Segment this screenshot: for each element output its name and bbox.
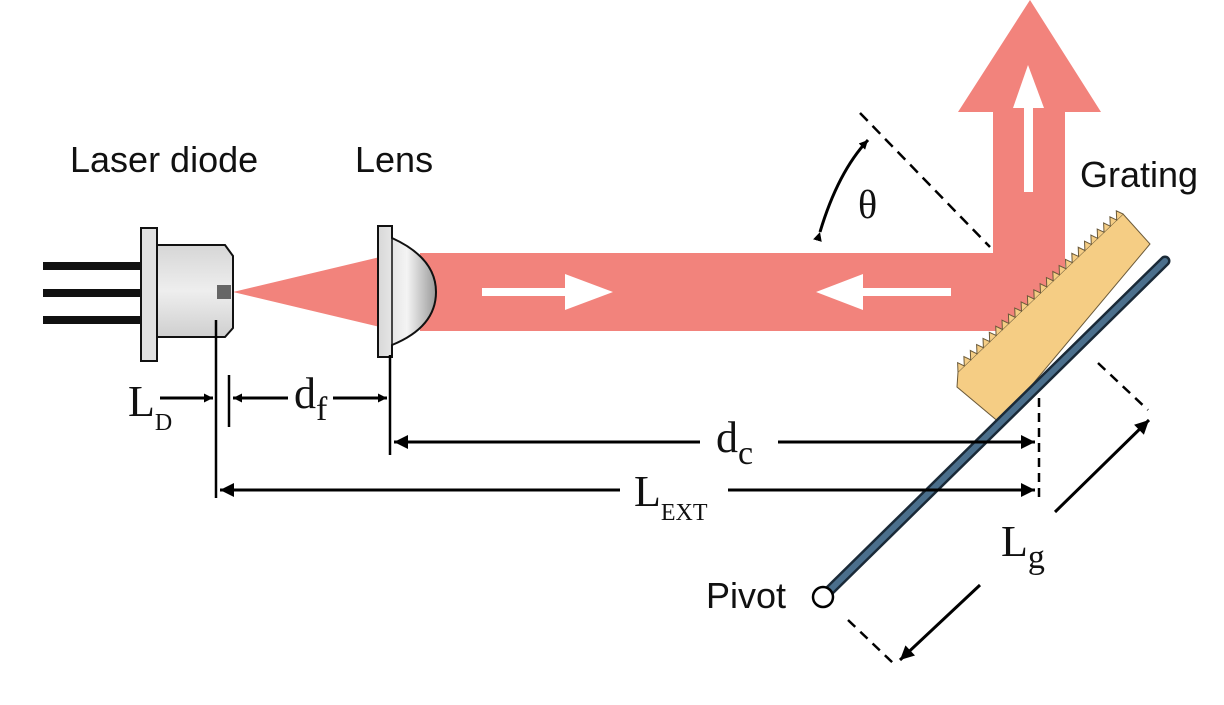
theta-arc (813, 138, 870, 242)
grating-label: Grating (1080, 154, 1198, 195)
lg-lower-arrow (898, 583, 982, 662)
theta-label: θ (858, 182, 877, 227)
beam-return-arrow (816, 274, 951, 310)
beam-forward-arrow (482, 274, 613, 310)
dc-label: dc (716, 413, 753, 472)
diverging-beam (233, 257, 380, 327)
lens (377, 225, 438, 358)
ld-label: LD (128, 377, 172, 436)
pivot-circle (811, 585, 835, 609)
grating-teeth (957, 209, 1124, 373)
grating-sawtooth (957, 209, 1124, 373)
pivot-label: Pivot (706, 575, 786, 616)
df-label: df (294, 369, 328, 428)
laser-diode-label: Laser diode (70, 139, 258, 180)
output-beam-arrow (1013, 65, 1044, 192)
lg-top-dashed (1097, 362, 1149, 411)
diode-can (156, 244, 234, 338)
lg-label: Lg (1001, 517, 1045, 576)
lens-label: Lens (355, 139, 433, 180)
diode-pins (43, 262, 143, 324)
lg-upper-arrow (1053, 418, 1151, 514)
lext-label: LEXT (634, 467, 708, 526)
grating-normal-line (859, 112, 991, 248)
diode-flange (140, 227, 158, 362)
lg-bottom-dashed (847, 619, 894, 664)
diode-emitter (217, 285, 231, 299)
